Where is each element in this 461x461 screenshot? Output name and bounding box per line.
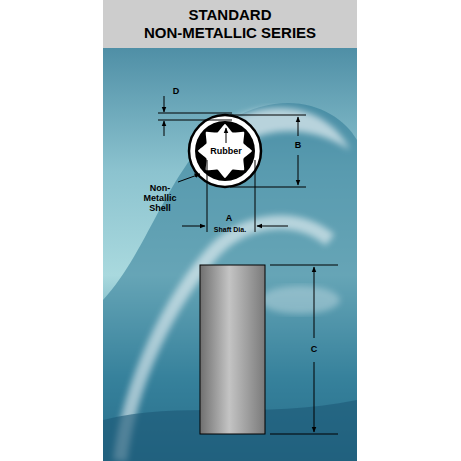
dimension-label: D [173, 87, 180, 97]
title-band [103, 0, 357, 48]
dimension-label: A [226, 214, 233, 224]
title: STANDARD NON-METALLIC SERIES [130, 6, 330, 42]
dimension-lines [158, 96, 338, 434]
dimension-note: Shaft Dia. [214, 226, 246, 234]
wave [103, 103, 357, 461]
dimension-label: C [311, 345, 318, 355]
dimension-label: Rubber [210, 147, 242, 157]
bearing-side-view [200, 265, 265, 434]
dimension-label: B [295, 141, 302, 151]
part-label: Non- Metallic Shell [134, 184, 186, 214]
ocean-photo [103, 48, 357, 461]
bearing-section [189, 115, 261, 187]
